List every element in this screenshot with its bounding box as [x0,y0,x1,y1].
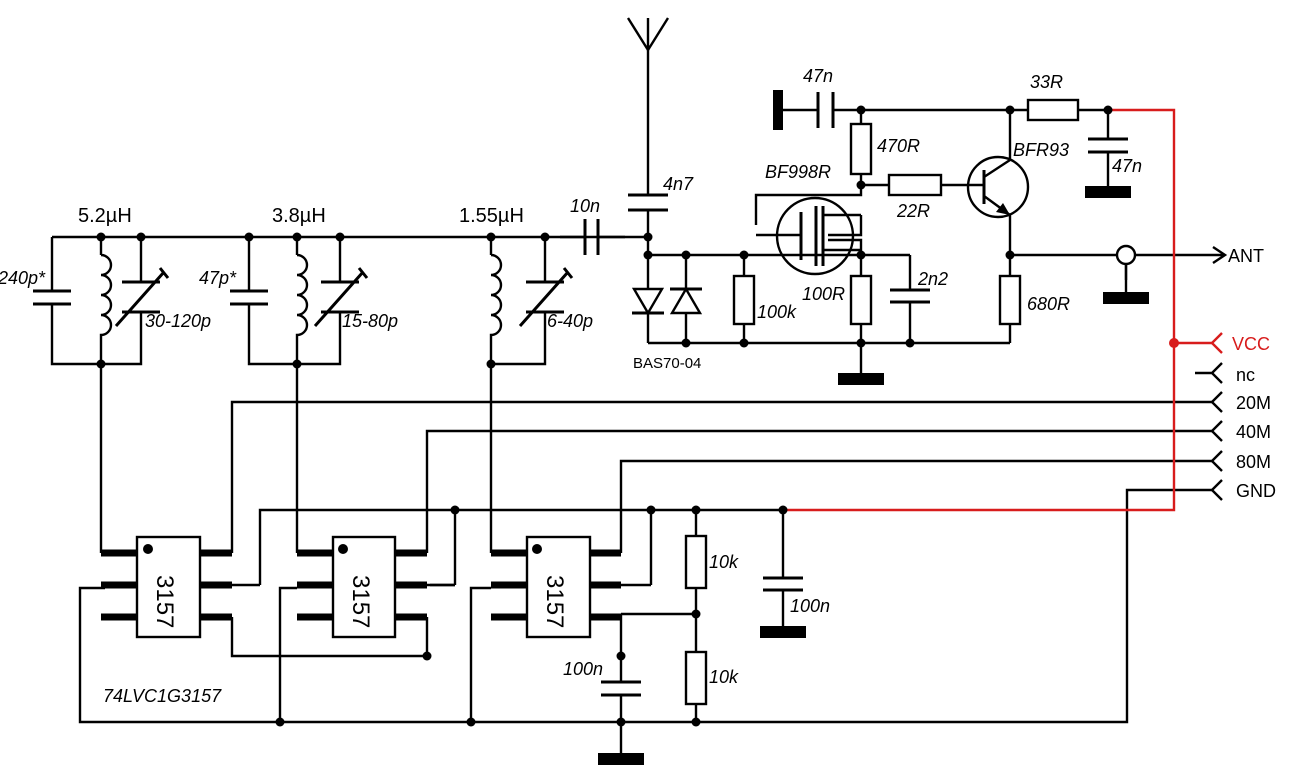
trimmer-cap-1 [114,267,170,327]
ground-symbols [598,90,1149,765]
source-bypass-label: 2n2 [917,269,948,289]
ic-1 [101,535,232,639]
ic-2-label: 3157 [347,575,374,628]
trim-3-label: 6-40p [547,311,593,331]
trim-2-label: 15-80p [342,311,398,331]
trimmer-cap-2 [313,267,369,327]
r33-label: 33R [1030,72,1063,92]
ant-cap-label: 4n7 [663,174,694,194]
inductor-2 [295,253,309,340]
resistor-470r [849,122,873,176]
antenna-capacitor [628,193,668,212]
r10k-top-label: 10k [709,552,739,572]
labels: 5.2µH 3.8µH 1.55µH 240p* 47p* 30-120p 15… [0,66,1276,706]
mosfet-label: BF998R [765,162,831,182]
inductor-1-label: 5.2µH [78,205,132,227]
r22-label: 22R [896,201,930,221]
junctions [96,105,1179,727]
ic-switches [101,535,621,639]
top-bypass-label: 47n [803,66,833,86]
capacitor-fixed-2 [230,289,268,306]
resistor-680r [998,274,1022,326]
terminal-80m: 80M [1236,452,1271,472]
diode-pair [631,286,703,316]
shield-connector [1115,244,1137,292]
coupling-capacitor [560,219,625,255]
bjt [966,155,1030,219]
vcc-bypass-capacitor [1088,137,1128,154]
capacitor-fixed-1 [33,289,71,306]
resistor-100r [849,274,873,326]
antenna [626,17,670,51]
source-bypass-capacitor [890,288,930,304]
trim-1-label: 30-120p [145,311,211,331]
terminal-40m: 40M [1236,422,1271,442]
terminal-markers [1195,246,1228,501]
mosfet [775,196,861,276]
terminal-ant: ANT [1228,246,1264,266]
ic-2 [297,535,427,639]
ic-3-label: 3157 [541,575,568,628]
inductor-3-label: 1.55µH [459,205,524,227]
inductor-1 [99,253,113,340]
trimmer-cap-3 [518,267,574,327]
ic-3 [491,535,621,639]
vcc-bypass-label: 47n [1112,156,1142,176]
r470-label: 470R [877,136,920,156]
top-bypass-capacitor [816,92,835,128]
ic-part-label: 74LVC1G3157 [103,686,222,706]
cap-fixed-1-label: 240p* [0,268,46,288]
inductor-2-label: 3.8µH [272,205,326,227]
r10k-bottom-label: 10k [709,667,739,687]
terminal-20m: 20M [1236,393,1271,413]
diode-label: BAS70-04 [633,355,701,372]
resistor-33r [1026,98,1080,122]
terminal-gnd: GND [1236,481,1276,501]
r100k-label: 100k [757,302,797,322]
resistor-10k-top [684,534,708,590]
bjt-label: BFR93 [1013,140,1069,160]
r680-label: 680R [1027,294,1070,314]
ref-bypass-capacitor [601,680,641,697]
resistor-100k [732,274,756,326]
ref-bypass-label: 100n [563,659,603,679]
cap-fixed-2-label: 47p* [199,268,237,288]
supply-bypass-label: 100n [790,596,830,616]
resistor-22r [887,173,943,197]
coupling-cap-label: 10n [570,196,600,216]
vcc-wires [783,108,1212,512]
terminal-nc: nc [1236,365,1255,385]
supply-bypass-capacitor [763,576,803,592]
resistor-10k-bottom [684,650,708,706]
r100-label: 100R [802,284,845,304]
ic-1-label: 3157 [151,575,178,628]
inductor-3 [489,253,503,340]
terminal-vcc: VCC [1232,334,1270,354]
